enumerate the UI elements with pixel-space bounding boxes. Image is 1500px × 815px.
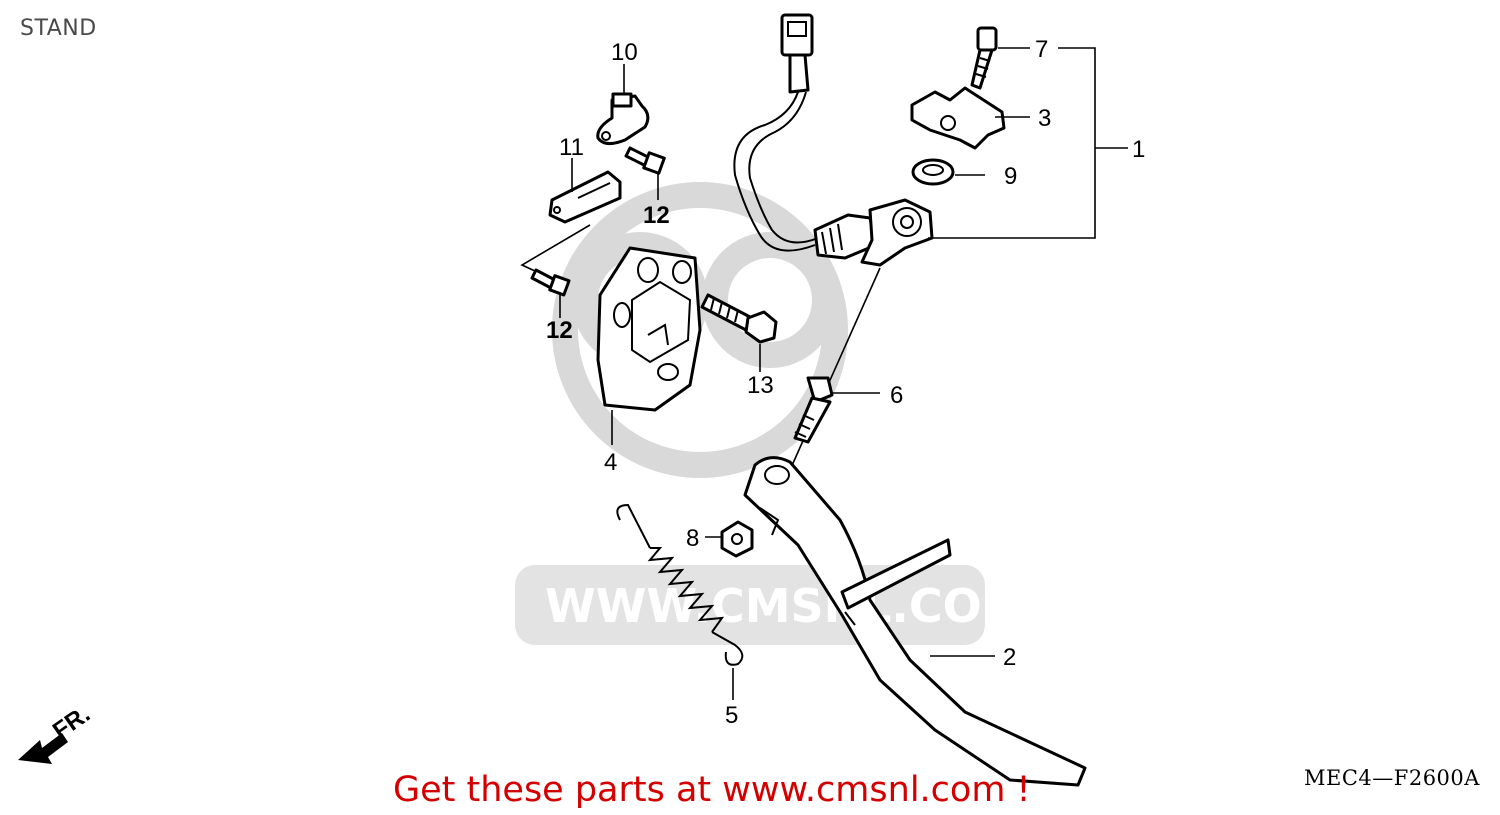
footer-link[interactable]: Get these parts at www.cmsnl.com ! xyxy=(393,770,1031,810)
callout-10: 10 xyxy=(611,39,638,66)
callout-2: 2 xyxy=(1003,644,1016,671)
callout-12-lower: 12 xyxy=(546,317,573,344)
bolt-part-12-upper xyxy=(624,146,666,175)
callout-4: 4 xyxy=(604,449,617,476)
watermark-text: WWW.CMSNL.COM xyxy=(545,579,1028,633)
cmsnl-watermark: WWW.CMSNL.COM xyxy=(515,182,1028,645)
pivot-bolt-part-6 xyxy=(793,376,834,444)
plate-part-3 xyxy=(910,86,1006,150)
screw-part-7 xyxy=(970,26,998,90)
callout-6: 6 xyxy=(890,382,903,409)
callout-13: 13 xyxy=(747,372,774,399)
front-direction-arrow-icon: FR. xyxy=(18,701,95,764)
diagram-code: MEC4—F2600A xyxy=(1304,766,1480,790)
callout-8: 8 xyxy=(686,525,699,552)
spring-part-5 xyxy=(616,503,744,666)
bracket-part-4 xyxy=(596,246,702,412)
switch-part-1 xyxy=(733,13,934,267)
callout-1: 1 xyxy=(1132,136,1145,163)
bolt-part-12-lower xyxy=(530,268,571,297)
callout-9: 9 xyxy=(1004,163,1017,190)
callout-5: 5 xyxy=(725,702,738,729)
page-title: STAND xyxy=(20,16,97,41)
callout-7: 7 xyxy=(1035,36,1048,63)
callout-12-upper: 12 xyxy=(643,202,670,229)
callout-3: 3 xyxy=(1038,105,1051,132)
washer-part-9 xyxy=(911,158,955,186)
nut-part-8 xyxy=(720,520,754,558)
callout-11: 11 xyxy=(559,134,584,161)
pad-part-11 xyxy=(548,170,622,224)
bolt-part-13 xyxy=(700,293,778,344)
side-stand-part-2 xyxy=(743,456,1087,787)
clamp-part-10 xyxy=(596,92,650,145)
